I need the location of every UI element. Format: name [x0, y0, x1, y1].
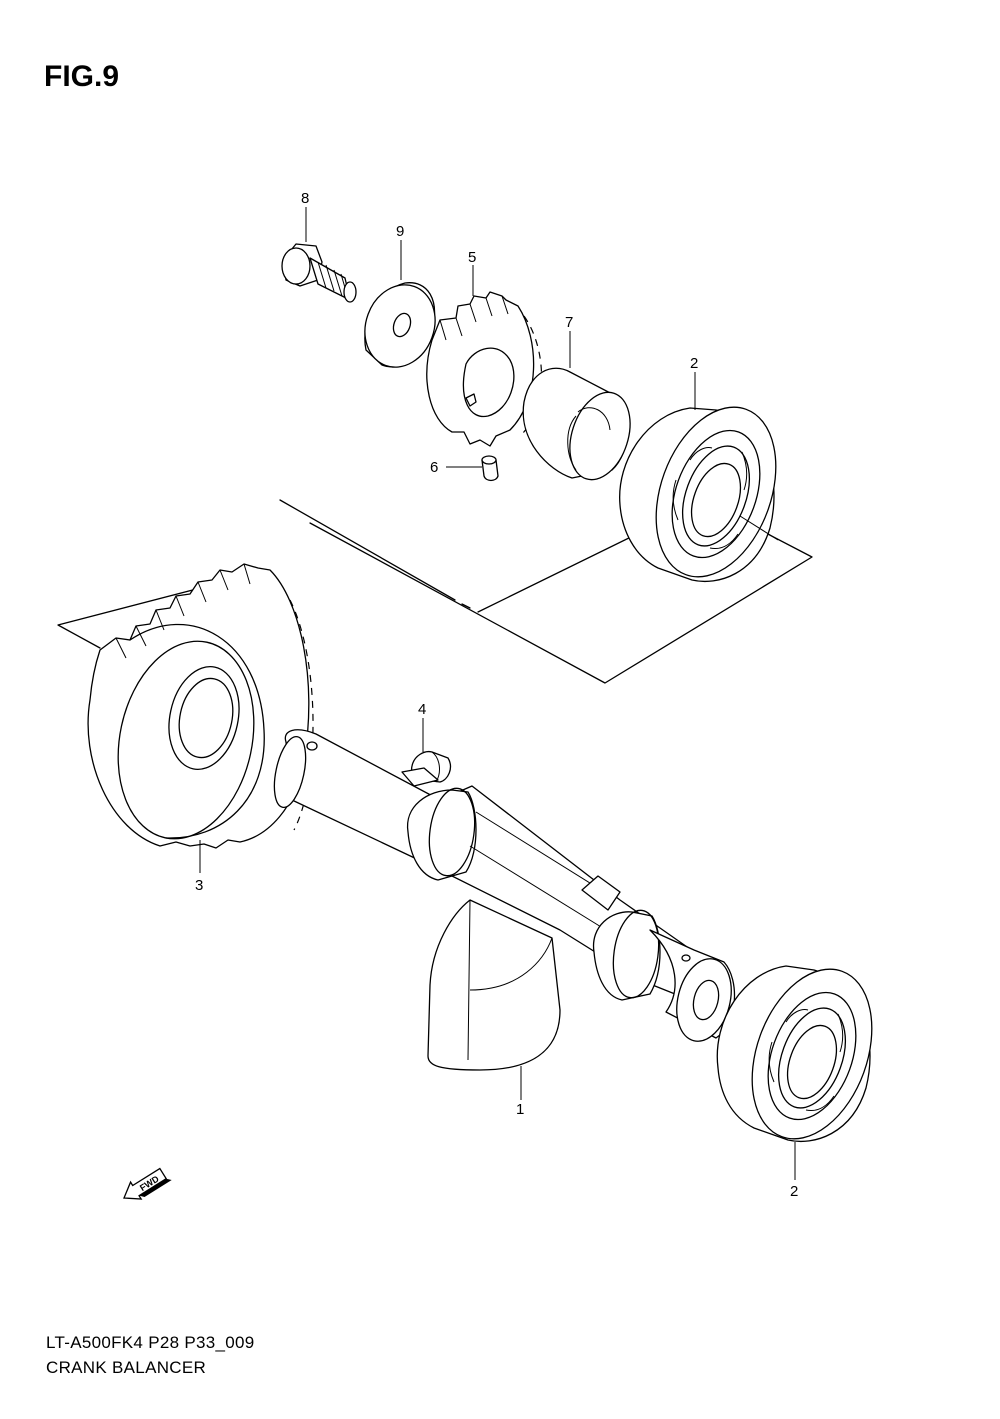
figure-code: LT-A500FK4 P28 P33_009: [46, 1333, 255, 1352]
figure-title: FIG.9: [44, 60, 120, 93]
callout-5: 5: [468, 249, 476, 266]
callout-leaders: [199, 207, 796, 1180]
figure-name: CRANK BALANCER: [46, 1358, 207, 1377]
callout-4: 4: [418, 701, 426, 718]
balancer-shaft: [273, 729, 736, 1071]
dowel-pin: [481, 455, 499, 482]
callout-3: 3: [195, 877, 203, 894]
bushing: [522, 367, 631, 481]
callout-8: 8: [301, 190, 309, 207]
ball-bearing-upper: [619, 406, 777, 583]
balancer-driven-gear: [87, 563, 314, 849]
callout-6: 6: [430, 459, 438, 476]
callout-labels: 8 9 5 7 2 6 4 3 1 2: [195, 190, 798, 1200]
fwd-arrow-icon: FWD: [123, 1167, 172, 1200]
callout-9: 9: [396, 223, 404, 240]
flange-bolt: [281, 243, 357, 303]
callout-2-upper: 2: [690, 355, 698, 372]
ball-bearing-lower: [716, 965, 873, 1143]
callout-2-lower: 2: [790, 1183, 798, 1200]
callout-1: 1: [516, 1101, 524, 1118]
washer: [364, 282, 436, 368]
callout-7: 7: [565, 314, 573, 331]
